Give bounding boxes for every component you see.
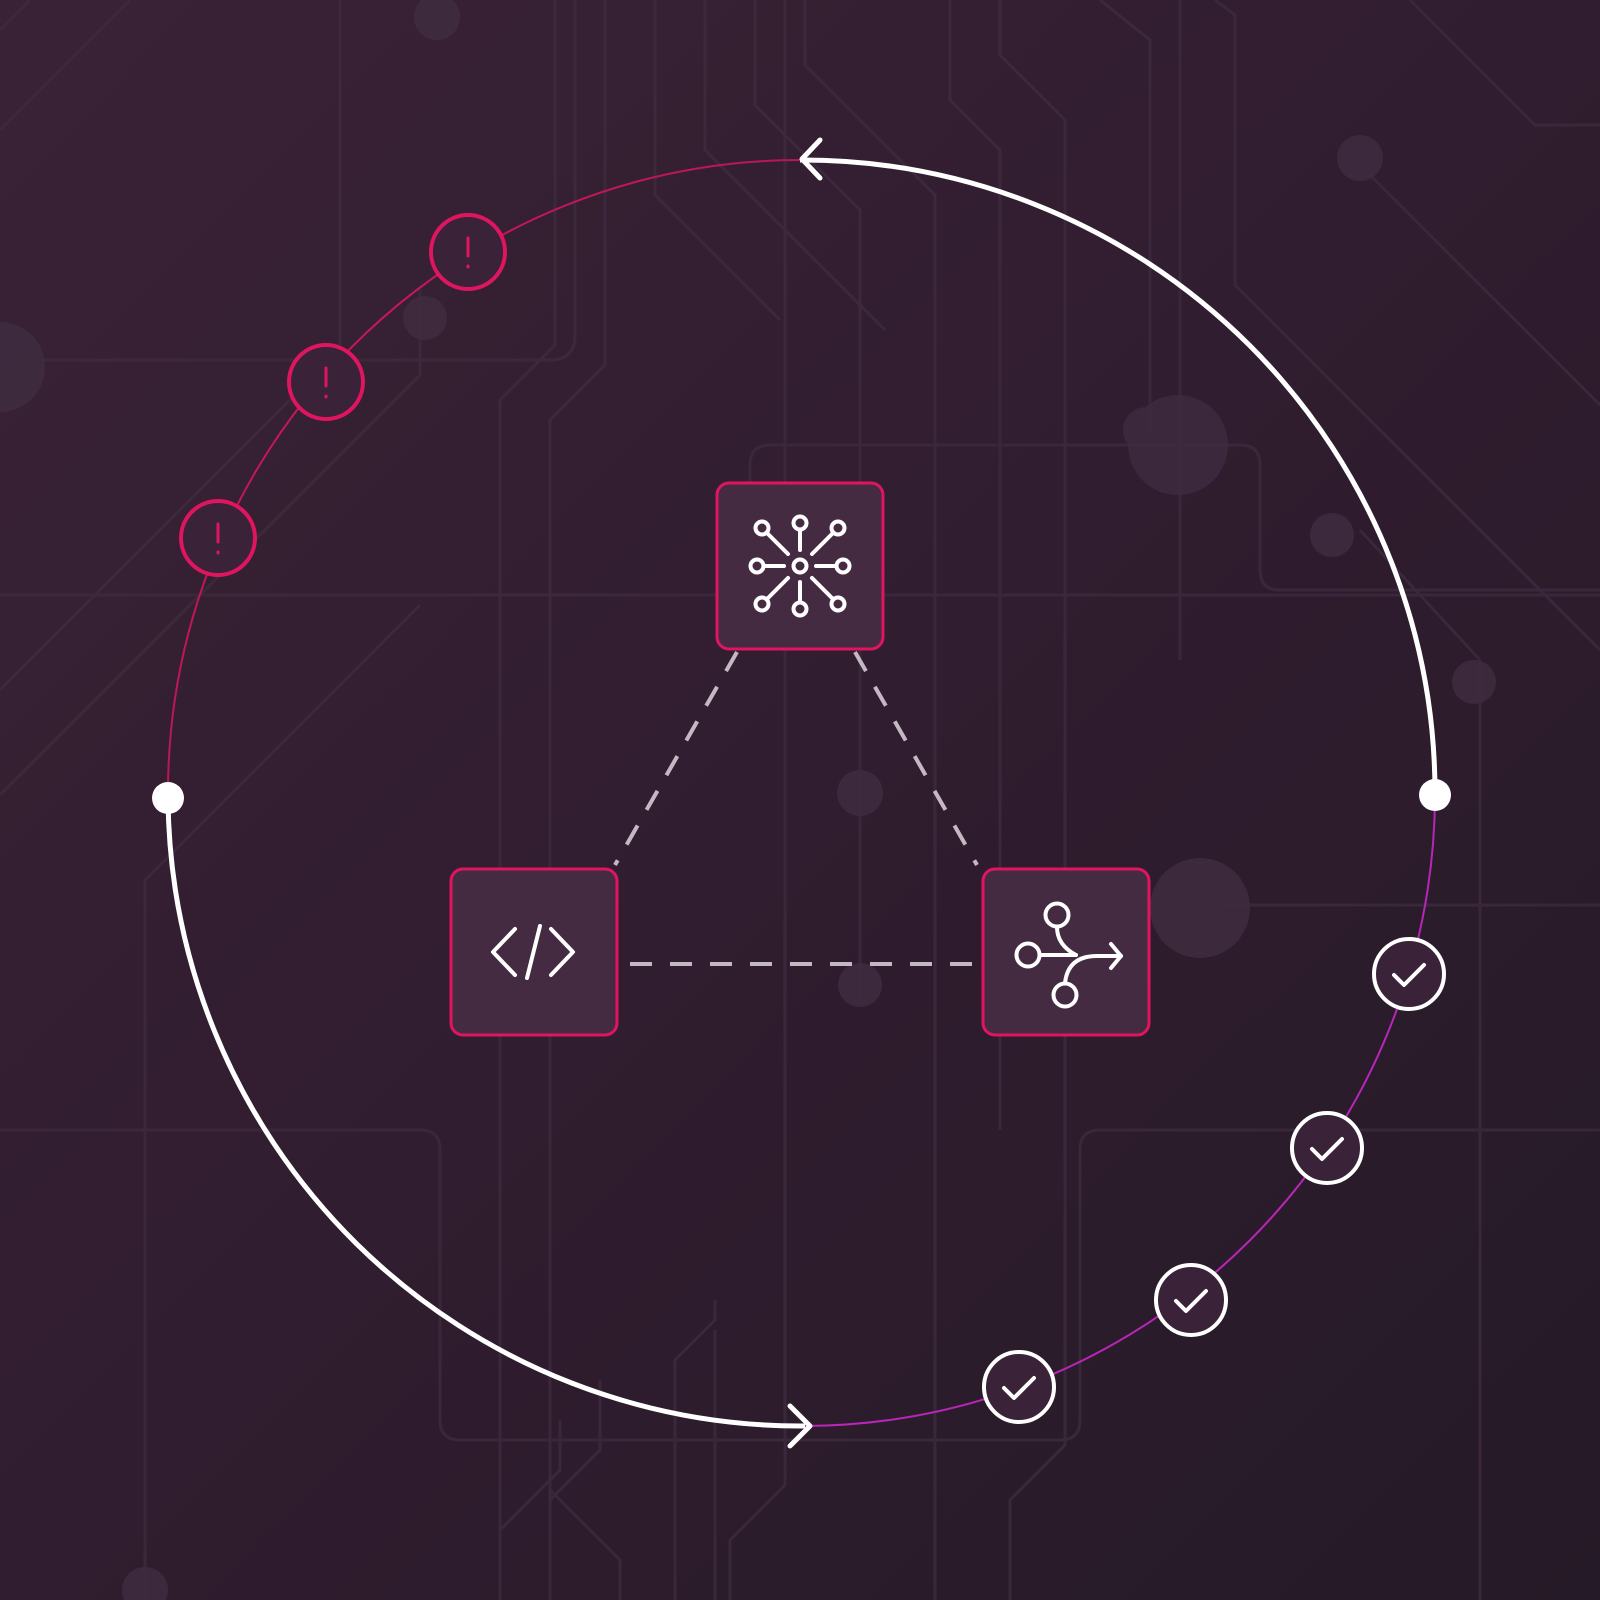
node-network — [715, 481, 885, 651]
arrowhead-icon — [787, 1403, 813, 1449]
error-marker — [179, 499, 257, 577]
checkmark-icon — [1174, 1289, 1208, 1313]
node-branch — [981, 867, 1151, 1037]
arrowhead-icon — [799, 137, 823, 181]
cycle-endpoint-left — [152, 782, 184, 814]
return-arc — [799, 157, 1438, 796]
cycle-endpoint-right — [1419, 779, 1451, 811]
error-marker — [429, 213, 507, 291]
code-brackets-icon — [491, 924, 575, 980]
edge-network-code — [613, 651, 739, 866]
checkmark-icon — [1310, 1137, 1344, 1161]
success-marker — [1290, 1111, 1364, 1185]
checkmark-icon — [1392, 963, 1426, 987]
git-branch-icon — [1014, 901, 1123, 1009]
error-arc — [166, 159, 801, 799]
success-marker — [1154, 1263, 1228, 1337]
cycle-loop — [165, 157, 1438, 1429]
checkmark-icon — [1002, 1376, 1036, 1400]
edge-network-branch — [853, 651, 979, 866]
node-code — [449, 867, 619, 1037]
network-hub-icon — [748, 514, 852, 618]
error-marker — [287, 343, 365, 421]
forward-arc — [165, 797, 806, 1429]
dashed-edges — [613, 651, 982, 966]
success-marker — [982, 1350, 1056, 1424]
success-marker — [1372, 937, 1446, 1011]
circuit-nodes — [0, 0, 1496, 1600]
